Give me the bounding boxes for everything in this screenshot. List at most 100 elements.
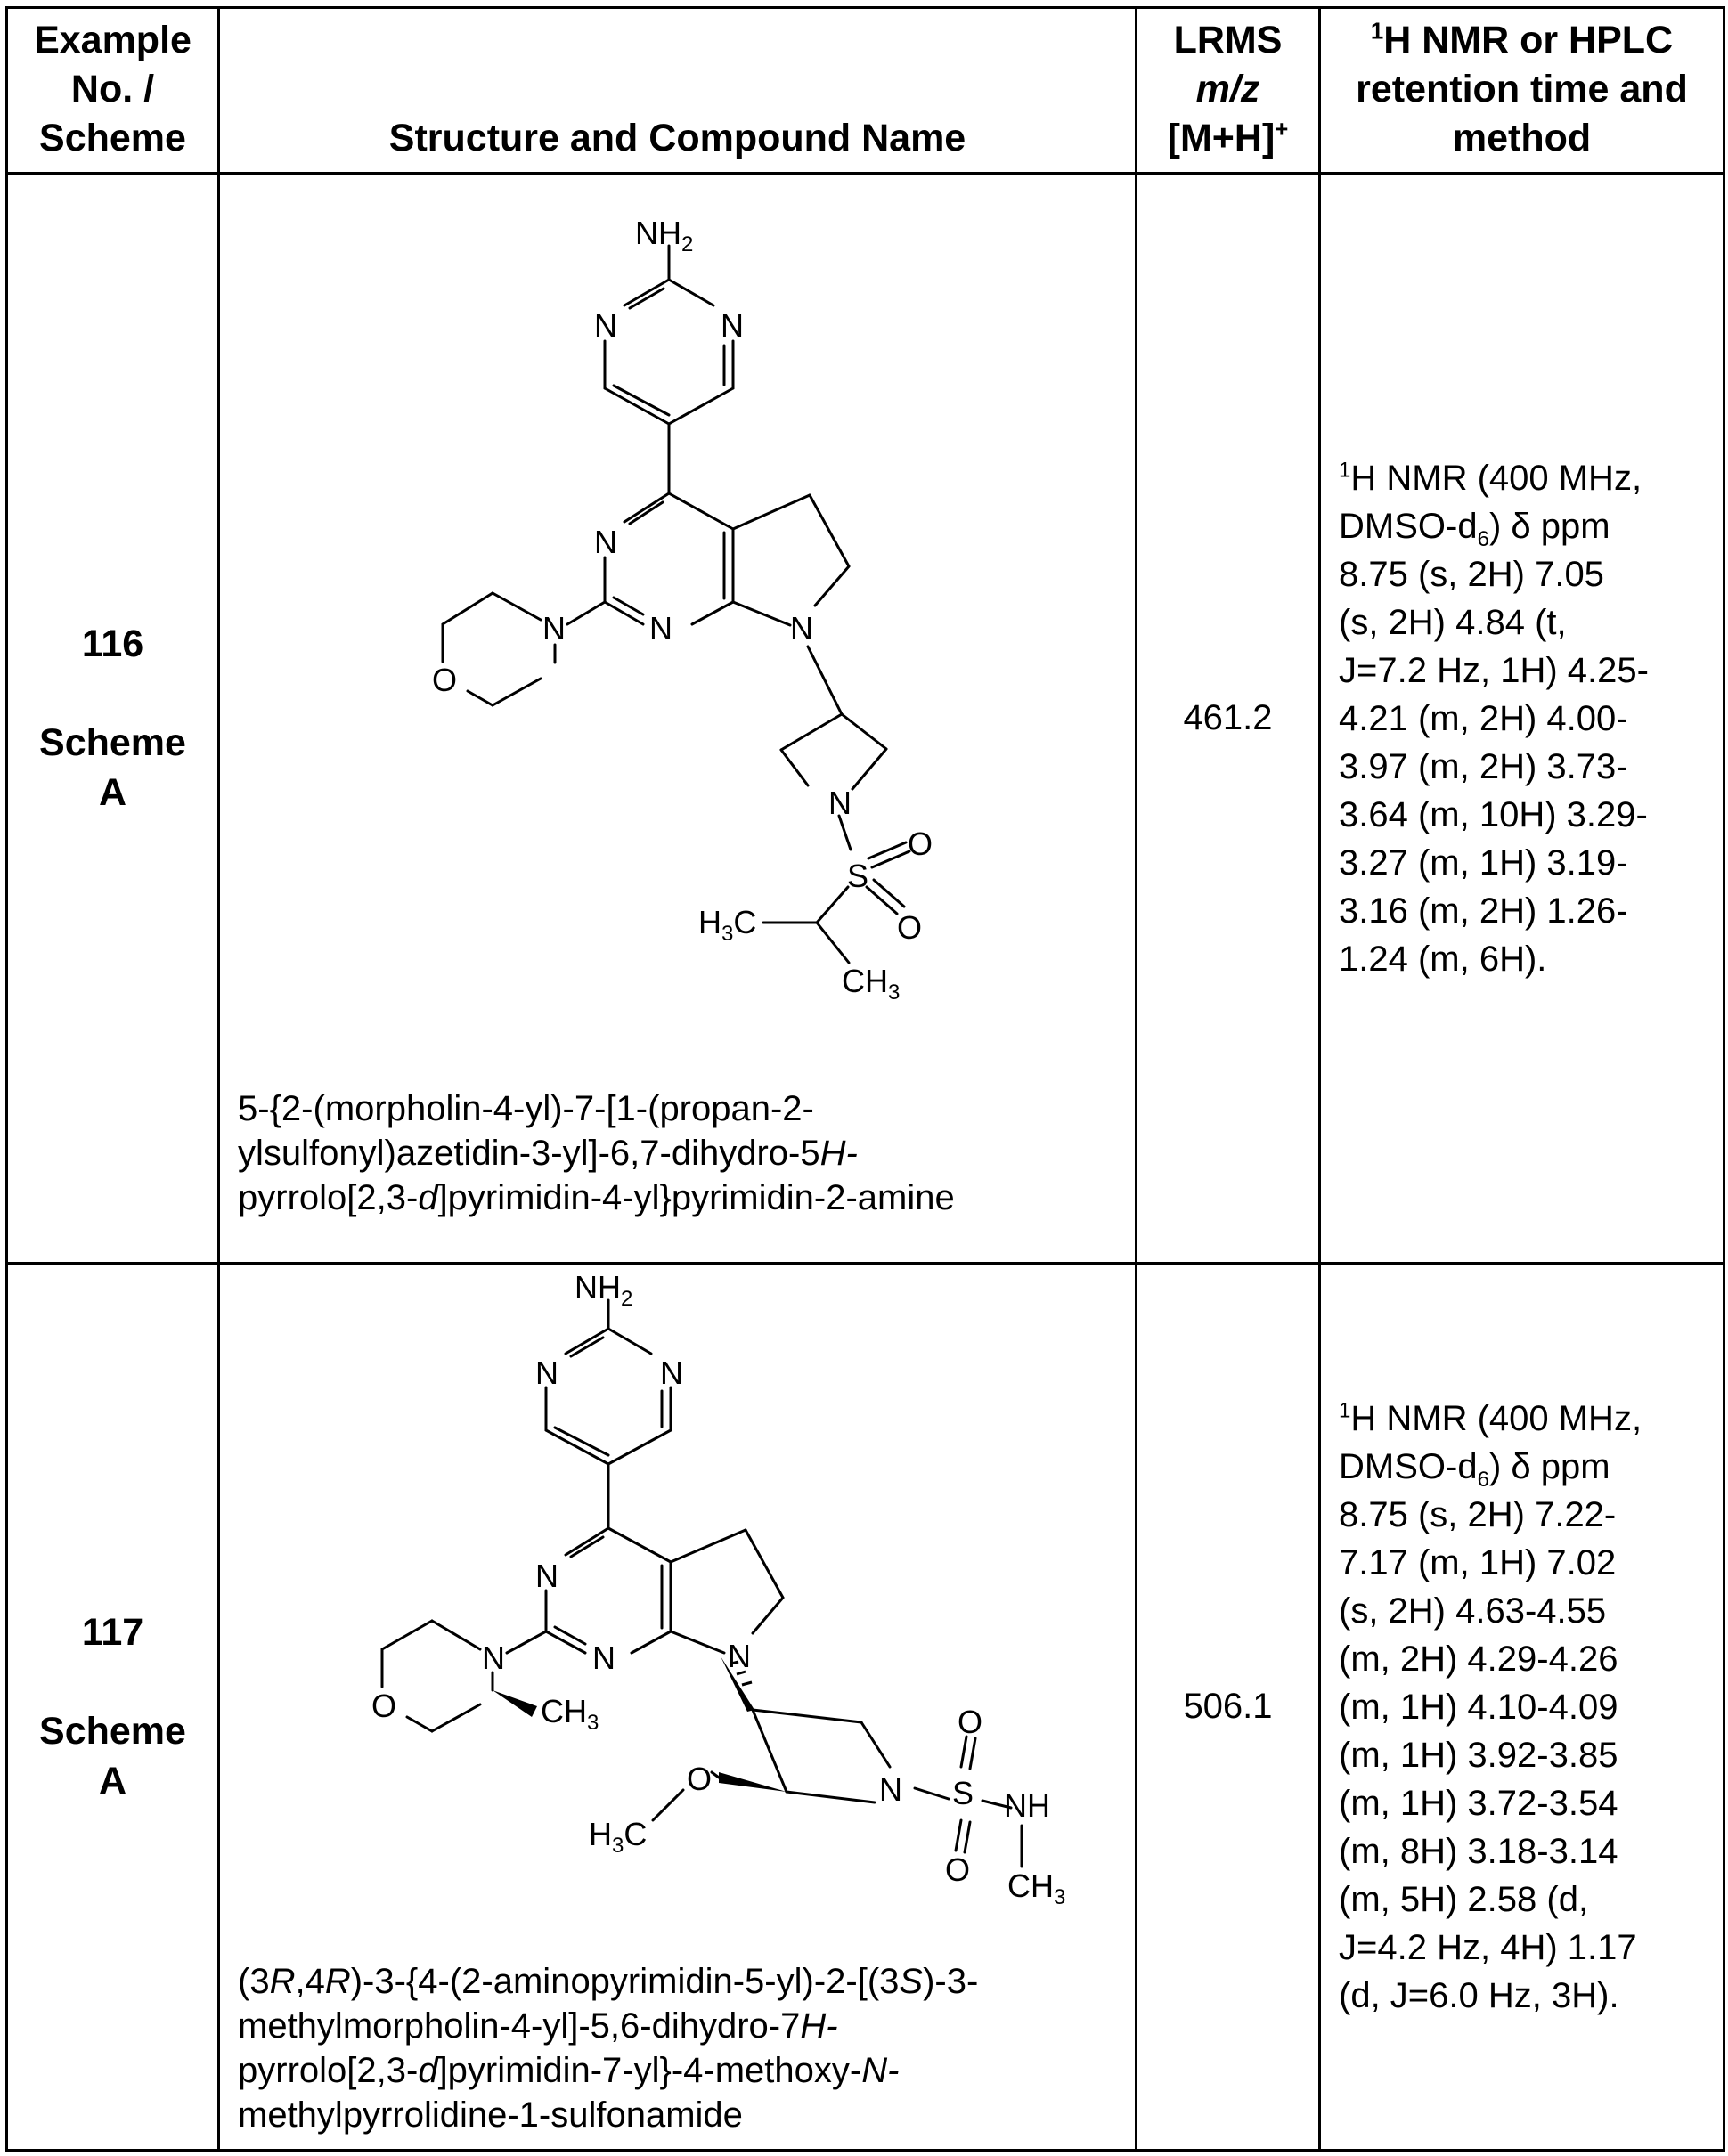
header-structure-label: Structure and Compound Name: [389, 117, 966, 159]
mass-value: 506.1: [1183, 1687, 1272, 1726]
atom-label: O: [897, 909, 922, 946]
chemical-structure-117: NH2 N N N N N N O CH3 O H3C N S O O NH C: [220, 1265, 1137, 1977]
structure-cell: NH2 N N N N N N O CH3 O H3C N S O O NH C: [219, 1264, 1137, 2151]
scheme-letter: A: [99, 771, 126, 814]
header-nmr-line: H NMR or HPLC: [1383, 19, 1673, 61]
nmr-line: 3.97 (m, 2H) 3.73-: [1339, 747, 1628, 786]
compound-name-italic: d: [418, 2051, 437, 2090]
atom-label: CH3: [1007, 1867, 1065, 1909]
atom-label: H3C: [589, 1816, 647, 1858]
compound-name-line: pyrrolo[2,3-: [238, 1178, 418, 1217]
nmr-sup: 1: [1339, 458, 1350, 482]
compound-name-italic: H-: [820, 1134, 858, 1173]
header-lrms-sup: +: [1275, 118, 1288, 142]
atom-label: N: [790, 610, 813, 647]
atom-label: NH: [1004, 1787, 1050, 1824]
scheme-letter: A: [99, 1760, 126, 1802]
compound-name-italic: N-: [861, 2051, 899, 2090]
atom-label: S: [847, 858, 868, 894]
table-row: 117 Scheme A: [7, 1264, 1724, 2151]
atom-label: S: [952, 1775, 974, 1811]
header-row: Example No. / Scheme Structure and Compo…: [7, 8, 1724, 174]
compound-name-italic: d: [418, 1178, 437, 1217]
nmr-line: DMSO-d: [1339, 1447, 1478, 1486]
atom-label: N: [542, 610, 566, 647]
atom-label: O: [371, 1688, 396, 1724]
compound-name-line: 5-{2-(morpholin-4-yl)-7-[1-(propan-2-: [238, 1089, 814, 1128]
table-row: 116 Scheme A: [7, 174, 1724, 1264]
nmr-line: 4.21 (m, 2H) 4.00-: [1339, 699, 1628, 738]
atom-label: N: [482, 1639, 505, 1676]
atom-label: N: [535, 1558, 558, 1594]
mass-cell: 506.1: [1137, 1264, 1320, 2151]
nmr-line: (m, 5H) 2.58 (d,: [1339, 1880, 1588, 1919]
compound-name-italic: R: [270, 1962, 296, 2001]
example-number: 117: [8, 1607, 217, 1657]
atom-label: NH2: [575, 1269, 632, 1311]
atom-label: N: [649, 610, 672, 647]
atom-label: O: [908, 826, 933, 862]
nmr-line: (m, 1H) 3.92-3.85: [1339, 1736, 1618, 1775]
header-example-line: No. /: [71, 68, 154, 110]
nmr-line: 3.27 (m, 1H) 3.19-: [1339, 843, 1628, 883]
atom-label: O: [432, 662, 457, 698]
nmr-sub: 6: [1478, 527, 1489, 551]
header-example-line: Scheme: [39, 117, 186, 159]
example-number: 116: [8, 619, 217, 669]
compound-name-part: pyrrolo[2,3-: [238, 2051, 418, 2090]
header-example-line: Example: [34, 19, 192, 61]
nmr-line: J=4.2 Hz, 4H) 1.17: [1339, 1928, 1637, 1967]
atom-label: N: [879, 1771, 902, 1808]
atom-label: N: [592, 1639, 615, 1676]
compound-name-part: methylpyrrolidine-1-sulfonamide: [238, 2095, 743, 2135]
nmr-line: DMSO-d: [1339, 507, 1478, 546]
atom-label: CH3: [842, 963, 900, 1005]
nmr-line: H NMR (400 MHz,: [1350, 459, 1642, 498]
nmr-sub: 6: [1478, 1468, 1489, 1492]
header-lrms-line: m/z: [1196, 68, 1260, 110]
scheme-label: Scheme: [39, 721, 186, 764]
header-nmr-line: method: [1453, 117, 1591, 159]
nmr-line: (m, 2H) 4.29-4.26: [1339, 1639, 1618, 1679]
atom-label: H3C: [698, 904, 756, 946]
header-lrms-line: LRMS: [1174, 19, 1283, 61]
compound-name-part: ]pyrimidin-7-yl}-4-methoxy-: [438, 2051, 862, 2090]
scheme-label: Scheme: [39, 1710, 186, 1753]
compound-name-line: ylsulfonyl)azetidin-3-yl]-6,7-dihydro-5: [238, 1134, 820, 1173]
header-lrms: LRMS m/z [M+H]+: [1137, 8, 1320, 174]
atom-label: N: [660, 1355, 683, 1391]
header-lrms-line: [M+H]: [1168, 117, 1276, 159]
nmr-line: (m, 1H) 3.72-3.54: [1339, 1784, 1618, 1823]
structure-cell: NH2 N N N N N N O N S O O H3C CH3 5-{2-: [219, 174, 1137, 1264]
nmr-line: H NMR (400 MHz,: [1350, 1399, 1642, 1438]
mass-value: 461.2: [1183, 698, 1272, 737]
compound-name-part: )-3-{4-(2-aminopyrimidin-5-yl)-2-[(3: [351, 1962, 900, 2001]
header-structure: Structure and Compound Name: [219, 8, 1137, 174]
header-nmr-sup: 1: [1371, 20, 1383, 45]
compound-name-part: methylmorpholin-4-yl]-5,6-dihydro-7: [238, 2006, 800, 2046]
nmr-line: (m, 8H) 3.18-3.14: [1339, 1832, 1618, 1871]
atom-label: N: [535, 1355, 558, 1391]
example-cell: 116 Scheme A: [7, 174, 219, 1264]
atom-label: CH3: [541, 1693, 599, 1735]
nmr-line: 8.75 (s, 2H) 7.05: [1339, 555, 1604, 594]
compound-name-part: )-3-: [923, 1962, 978, 2001]
example-cell: 117 Scheme A: [7, 1264, 219, 2151]
compound-name: (3R,4R)-3-{4-(2-aminopyrimidin-5-yl)-2-[…: [220, 1959, 978, 2137]
header-nmr: 1H NMR or HPLC retention time and method: [1320, 8, 1724, 174]
nmr-cell: 1H NMR (400 MHz, DMSO-d6) δ ppm 8.75 (s,…: [1320, 1264, 1724, 2151]
compound-name-part: ,4: [295, 1962, 324, 2001]
nmr-line: (s, 2H) 4.63-4.55: [1339, 1591, 1606, 1631]
nmr-line: 3.16 (m, 2H) 1.26-: [1339, 891, 1628, 931]
nmr-line: (d, J=6.0 Hz, 3H).: [1339, 1976, 1619, 2015]
nmr-line: (m, 1H) 4.10-4.09: [1339, 1688, 1618, 1727]
nmr-cell: 1H NMR (400 MHz, DMSO-d6) δ ppm 8.75 (s,…: [1320, 174, 1724, 1264]
nmr-sup: 1: [1339, 1398, 1350, 1422]
nmr-line: 7.17 (m, 1H) 7.02: [1339, 1543, 1616, 1582]
nmr-line: 8.75 (s, 2H) 7.22-: [1339, 1495, 1616, 1534]
nmr-line: ) δ ppm: [1489, 507, 1610, 546]
compound-table: Example No. / Scheme Structure and Compo…: [5, 6, 1725, 2152]
header-example: Example No. / Scheme: [7, 8, 219, 174]
compound-name-italic: R: [325, 1962, 351, 2001]
